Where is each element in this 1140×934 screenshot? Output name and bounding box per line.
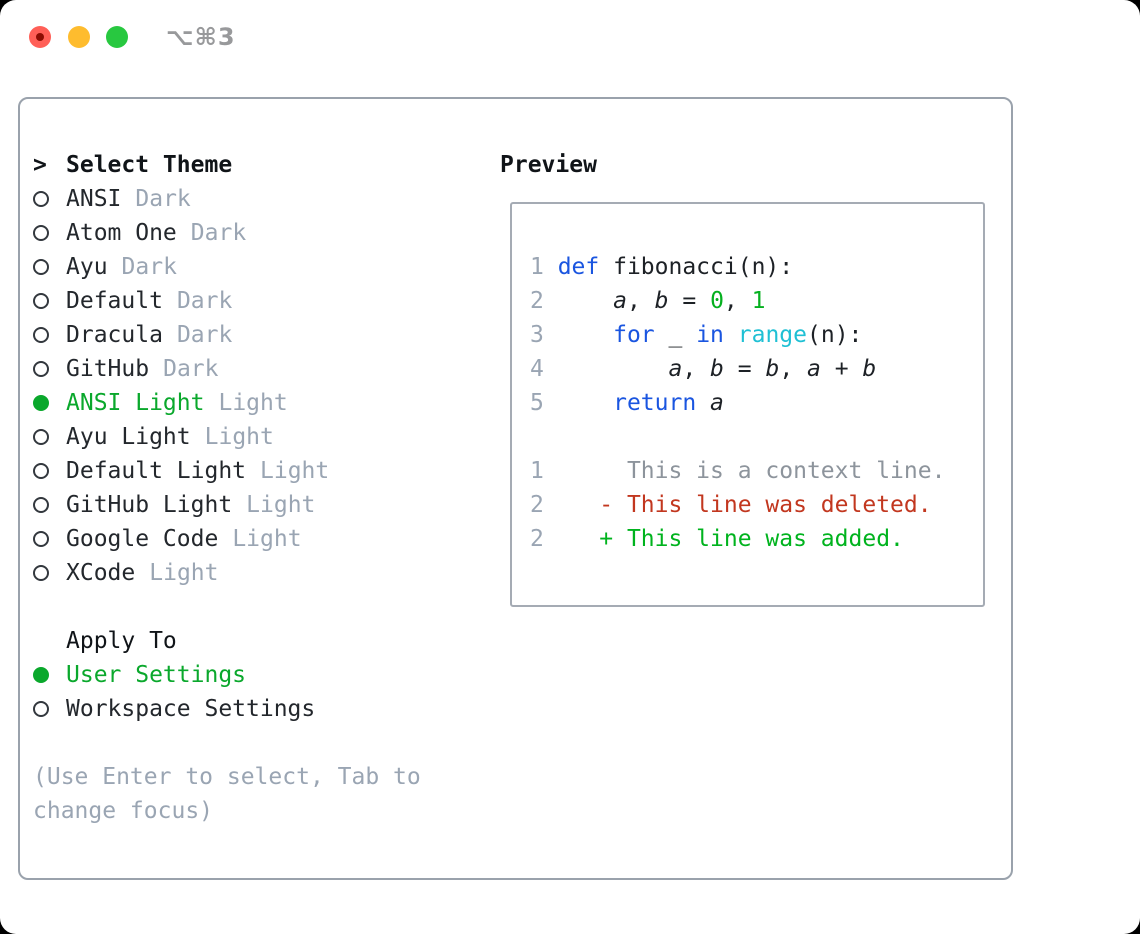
code-line: 4 a, b = b, a + b [530, 356, 877, 382]
theme-option-ayu[interactable]: Ayu Dark [33, 250, 421, 284]
theme-name: GitHub [66, 356, 150, 382]
theme-variant-badge: Dark [176, 322, 233, 348]
theme-variant-badge: Light [232, 526, 302, 552]
apply-option-workspace-settings[interactable]: Workspace Settings [33, 692, 421, 726]
radio-circle-icon [33, 284, 66, 318]
theme-option-ayu-light[interactable]: Ayu Light Light [33, 420, 421, 454]
theme-option-ansi-light[interactable]: ANSI Light Light [33, 386, 421, 420]
theme-option-google-code[interactable]: Google Code Light [33, 522, 421, 556]
theme-option-github-light[interactable]: GitHub Light Light [33, 488, 421, 522]
prompt-arrow-icon: > [33, 152, 47, 178]
spacer [33, 590, 421, 624]
theme-name: Default Light [66, 458, 247, 484]
theme-name: Ayu [66, 254, 108, 280]
close-button[interactable] [29, 26, 51, 48]
select-theme-title: Select Theme [66, 152, 233, 178]
theme-variant-badge: Dark [190, 220, 247, 246]
theme-variant-badge: Light [246, 492, 316, 518]
code-line: 2 a, b = 0, 1 [530, 288, 766, 314]
theme-name: Atom One [66, 220, 177, 246]
apply-option-user-settings[interactable]: User Settings [33, 658, 421, 692]
theme-variant-badge: Light [218, 390, 288, 416]
theme-option-default[interactable]: Default Dark [33, 284, 421, 318]
code-line: 3 for _ in range(n): [530, 322, 863, 348]
help-line-2: change focus) [33, 798, 214, 824]
theme-variant-badge: Dark [163, 356, 219, 382]
theme-name: Google Code [66, 526, 219, 552]
theme-name: Default [66, 288, 163, 314]
code-preview: 1 def fibonacci(n): 2 a, b = 0, 1 3 for _ … [512, 204, 983, 556]
code-line: 5 return a [530, 390, 724, 416]
theme-variant-badge: Light [204, 424, 274, 450]
preview-box: 1 def fibonacci(n): 2 a, b = 0, 1 3 for _ … [510, 202, 985, 607]
theme-option-atom-one[interactable]: Atom One Dark [33, 216, 421, 250]
preview-title: Preview [500, 152, 597, 178]
radio-circle-icon [33, 454, 66, 488]
spacer [33, 726, 421, 760]
theme-option-default-light[interactable]: Default Light Light [33, 454, 421, 488]
close-button-dot-icon [36, 33, 44, 41]
theme-name: Dracula [66, 322, 163, 348]
select-theme-header: > Select Theme [33, 148, 421, 182]
radio-circle-icon [33, 556, 66, 590]
apply-to-header: Apply To [33, 624, 421, 658]
theme-name: Ayu Light [66, 424, 191, 450]
theme-variant-badge: Light [149, 560, 219, 586]
minimize-button[interactable] [68, 26, 90, 48]
radio-circle-icon [33, 318, 66, 352]
code-line: 2 - This line was deleted. [530, 492, 932, 518]
help-text: (Use Enter to select, Tab to change focu… [33, 760, 421, 828]
radio-circle-icon [33, 692, 66, 726]
theme-variant-badge: Light [260, 458, 330, 484]
window-shortcut-label: ⌥⌘3 [166, 23, 236, 51]
code-line: 2 + This line was added. [530, 526, 904, 552]
titlebar: ⌥⌘3 [0, 0, 1140, 76]
theme-name: GitHub Light [66, 492, 233, 518]
radio-circle-icon [33, 658, 66, 692]
theme-name: ANSI Light [66, 390, 205, 416]
theme-option-dracula[interactable]: Dracula Dark [33, 318, 421, 352]
theme-name: ANSI [66, 186, 122, 212]
code-line: 1 This is a context line. [530, 458, 946, 484]
apply-to-label: Apply To [66, 628, 177, 654]
apply-option-label: User Settings [66, 662, 247, 688]
theme-variant-badge: Dark [135, 186, 191, 212]
code-line [530, 420, 983, 454]
radio-circle-icon [33, 250, 66, 284]
radio-circle-icon [33, 488, 66, 522]
theme-option-github[interactable]: GitHub Dark [33, 352, 421, 386]
radio-circle-icon [33, 420, 66, 454]
radio-circle-icon [33, 386, 66, 420]
code-line: 1 def fibonacci(n): [530, 254, 794, 280]
apply-option-label: Workspace Settings [66, 696, 316, 722]
theme-name: XCode [66, 560, 136, 586]
radio-circle-icon [33, 352, 66, 386]
theme-variant-badge: Dark [121, 254, 177, 280]
theme-option-ansi[interactable]: ANSI Dark [33, 182, 421, 216]
radio-circle-icon [33, 216, 66, 250]
theme-variant-badge: Dark [176, 288, 233, 314]
radio-circle-icon [33, 522, 66, 556]
theme-option-xcode[interactable]: XCode Light [33, 556, 421, 590]
radio-circle-icon [33, 182, 66, 216]
help-line-1: (Use Enter to select, Tab to [33, 764, 421, 790]
maximize-button[interactable] [106, 26, 128, 48]
